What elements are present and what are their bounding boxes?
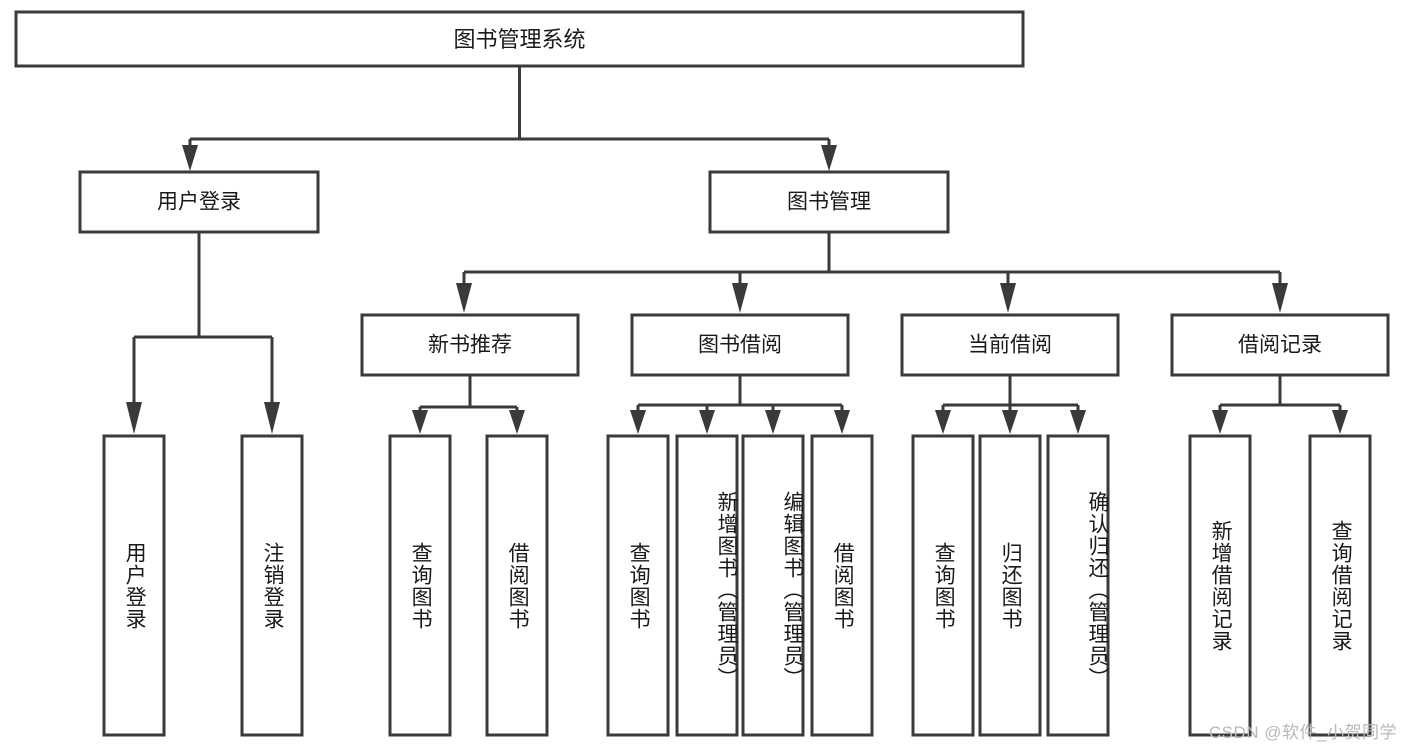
leaf-box-confirm-return-admin[interactable] [1046,434,1110,737]
leaf-box-user-login[interactable] [102,434,166,737]
book-management-box[interactable] [708,170,950,234]
connector-layer [126,66,1348,434]
node-user-login[interactable]: 用户登录 [78,170,320,234]
arrow-current-leaf-3 [1070,410,1086,434]
user-login-box[interactable] [78,170,320,234]
arrow-book-mgmt-to-new-book [456,283,472,313]
node-current-borrow[interactable]: 当前借阅 [900,313,1120,377]
leaf-box-edit-book-admin[interactable] [741,434,805,737]
leaf-box-query-book-new[interactable] [388,434,452,737]
borrow-record-label: 借阅记录 [1238,334,1322,357]
leaf-box-logout[interactable] [240,434,304,737]
arrow-new-book-leaf-1 [412,410,428,434]
leaf-box-add-book-admin[interactable] [675,434,739,737]
book-borrow-box[interactable] [630,313,850,377]
leaf-box-layer [102,434,1372,737]
arrow-root-to-user-login [182,145,198,171]
arrow-book-mgmt-to-borrow [732,283,748,313]
current-borrow-box[interactable] [900,313,1120,377]
leaf-box-borrow-book[interactable] [810,434,874,737]
arrow-user-login-leaf-1 [126,402,142,434]
current-borrow-label: 当前借阅 [968,334,1052,357]
arrow-borrow-leaf-2 [699,410,715,434]
leaf-box-add-borrow-record[interactable] [1188,434,1252,737]
arrow-root-to-book-mgmt [821,145,837,171]
node-book-management[interactable]: 图书管理 [708,170,950,234]
node-new-book-recommend[interactable]: 新书推荐 [360,313,580,377]
arrow-new-book-leaf-2 [509,410,525,434]
root-box[interactable] [14,10,1025,68]
borrow-record-box[interactable] [1170,313,1390,377]
arrow-record-leaf-2 [1332,410,1348,434]
arrow-book-mgmt-to-record [1272,283,1288,313]
arrow-current-leaf-1 [935,410,951,434]
book-borrow-label: 图书借阅 [698,334,782,357]
leaf-box-borrow-book-new[interactable] [485,434,549,737]
arrow-borrow-leaf-1 [630,410,646,434]
leaf-box-query-book-borrow[interactable] [606,434,670,737]
root-label: 图书管理系统 [453,27,585,52]
arrow-borrow-leaf-4 [834,410,850,434]
new-book-recommend-box[interactable] [360,313,580,377]
leaf-box-return-book[interactable] [978,434,1042,737]
leaf-box-query-book-current[interactable] [911,434,975,737]
node-root-system[interactable]: 图书管理系统 [14,10,1025,68]
arrow-record-leaf-1 [1212,410,1228,434]
new-book-recommend-label: 新书推荐 [428,334,512,357]
user-login-label: 用户登录 [157,191,241,214]
arrow-book-mgmt-to-current [1000,283,1016,313]
leaf-box-query-borrow-record[interactable] [1308,434,1372,737]
node-book-borrow[interactable]: 图书借阅 [630,313,850,377]
arrow-borrow-leaf-3 [765,410,781,434]
arrow-user-login-leaf-2 [264,402,280,434]
arrow-current-leaf-2 [1002,410,1018,434]
book-management-label: 图书管理 [787,191,871,214]
csdn-watermark: CSDN @软件_小贺同学 [1208,723,1397,742]
node-borrow-record[interactable]: 借阅记录 [1170,313,1390,377]
